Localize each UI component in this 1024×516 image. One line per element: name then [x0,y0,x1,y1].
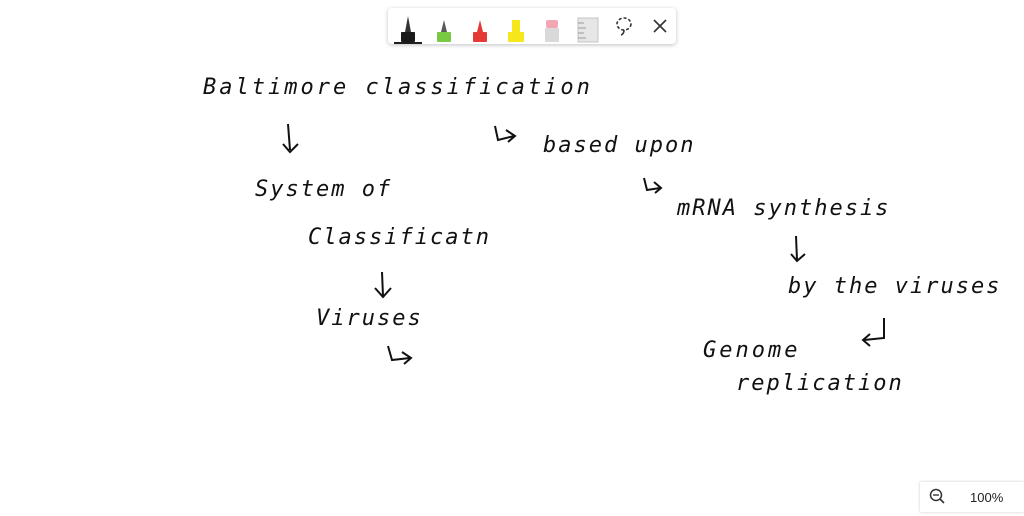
close-icon [653,19,667,33]
eraser-tool[interactable] [534,8,570,44]
arrow-hook-icon [387,345,413,365]
note-classification: Classificatn [308,225,491,250]
note-replication: replication [736,371,904,396]
green-highlighter-tool[interactable] [426,8,462,44]
arrow-down-icon [374,271,392,299]
lasso-select-tool[interactable] [606,8,642,44]
red-pen-tool[interactable] [462,8,498,44]
arrow-down-icon [790,235,806,263]
ink-canvas[interactable]: Baltimore classification based upon Syst… [0,50,1024,490]
yellow-highlighter-tool[interactable] [498,8,534,44]
note-based-upon: based upon [543,133,696,158]
note-title: Baltimore classification [203,75,593,100]
eraser-icon [545,20,559,42]
lasso-icon [616,17,632,36]
note-system-of: System of [255,177,393,202]
ruler-tool[interactable] [570,8,606,44]
zoom-control: 100% [920,482,1024,512]
close-toolbar-button[interactable] [642,8,678,44]
black-pen-icon [401,16,415,42]
green-highlighter-icon [437,20,451,42]
arrow-return-icon [861,318,885,347]
note-genome: Genome [703,338,801,363]
zoom-out-button[interactable] [920,482,956,512]
ruler-icon [577,17,599,43]
zoom-level: 100% [970,489,1004,505]
zoom-out-icon [929,488,945,504]
arrow-down-icon [282,123,299,154]
arrow-hook-icon [494,125,517,143]
ink-toolbar [388,8,676,44]
note-viruses: Viruses [316,306,423,331]
yellow-highlighter-icon [508,20,524,42]
note-mrna-synthesis: mRNA synthesis [677,196,891,221]
note-by-the-viruses: by the viruses [788,274,1002,299]
red-pen-icon [473,20,487,42]
arrow-hook-icon [643,177,663,194]
black-pen-tool[interactable] [390,8,426,44]
